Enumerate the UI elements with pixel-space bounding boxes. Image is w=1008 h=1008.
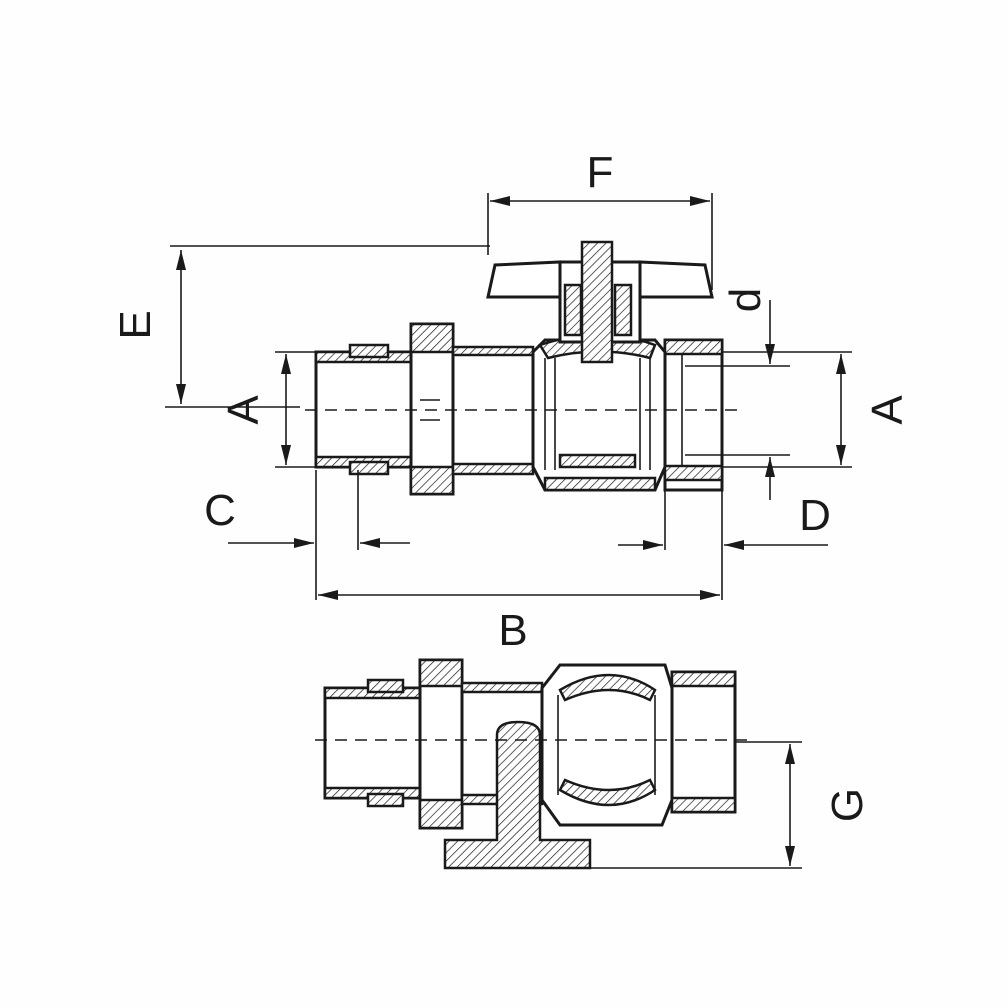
label-G: G bbox=[823, 788, 872, 822]
dimension-d: d bbox=[685, 288, 790, 500]
dimension-A-right: A bbox=[722, 351, 912, 468]
top-valve-view bbox=[305, 240, 740, 496]
label-D: D bbox=[799, 491, 831, 540]
label-B: B bbox=[498, 606, 527, 655]
label-F: F bbox=[587, 148, 614, 197]
dimension-A-left: A bbox=[219, 351, 318, 468]
dimension-F: F bbox=[487, 148, 713, 290]
label-E: E bbox=[111, 310, 160, 339]
dimension-G: G bbox=[590, 741, 872, 869]
label-C: C bbox=[204, 486, 236, 535]
bottom-valve-view bbox=[315, 658, 750, 870]
dimension-D: D bbox=[618, 470, 831, 600]
dimension-C: C bbox=[204, 470, 410, 600]
dimension-B: B bbox=[318, 590, 720, 655]
label-A-left: A bbox=[219, 395, 268, 425]
label-A-right: A bbox=[863, 395, 912, 425]
dimension-E: E bbox=[111, 245, 490, 408]
label-d: d bbox=[721, 288, 770, 312]
